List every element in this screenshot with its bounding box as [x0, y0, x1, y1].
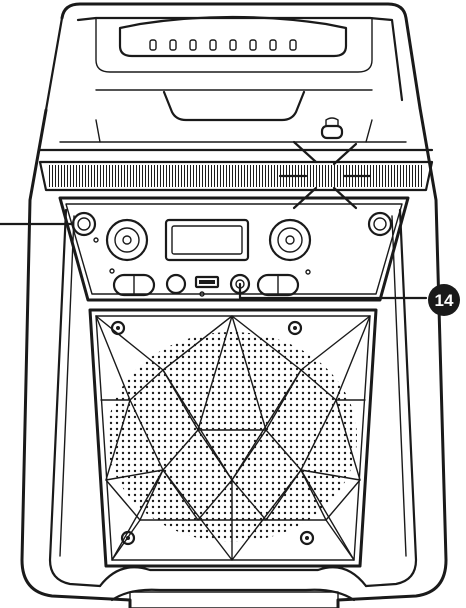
left-volume-knob[interactable]: [105, 218, 149, 262]
right-volume-knob[interactable]: [268, 218, 312, 262]
faceted-grille-pattern: [95, 315, 371, 561]
grille-screw-bottom-right: [299, 530, 315, 546]
right-panel-button[interactable]: [367, 211, 393, 237]
control-panel: [58, 196, 410, 302]
usb-port[interactable]: [194, 275, 220, 297]
grille-screw-top-left: [110, 320, 126, 336]
grille-screw-bottom-left: [120, 530, 136, 546]
handle-grip-ridges: [149, 39, 297, 51]
speaker-cabinet: [20, 106, 448, 608]
left-panel-button[interactable]: [71, 211, 99, 243]
lcd-display: [164, 218, 250, 262]
callout-leader-14: [238, 282, 428, 300]
left-rocker-button[interactable]: [109, 268, 156, 297]
callout-number: 14: [435, 291, 454, 310]
power-bump[interactable]: [320, 117, 344, 140]
right-rocker-button[interactable]: [256, 269, 311, 297]
led-light-strip: [38, 140, 434, 210]
speaker-grille: [88, 308, 378, 568]
left-round-button[interactable]: [165, 273, 187, 295]
callout-badge-14: 14: [428, 284, 460, 316]
grille-screw-top-right: [287, 320, 303, 336]
carry-handle[interactable]: [44, 2, 422, 122]
top-panel: [95, 117, 373, 143]
